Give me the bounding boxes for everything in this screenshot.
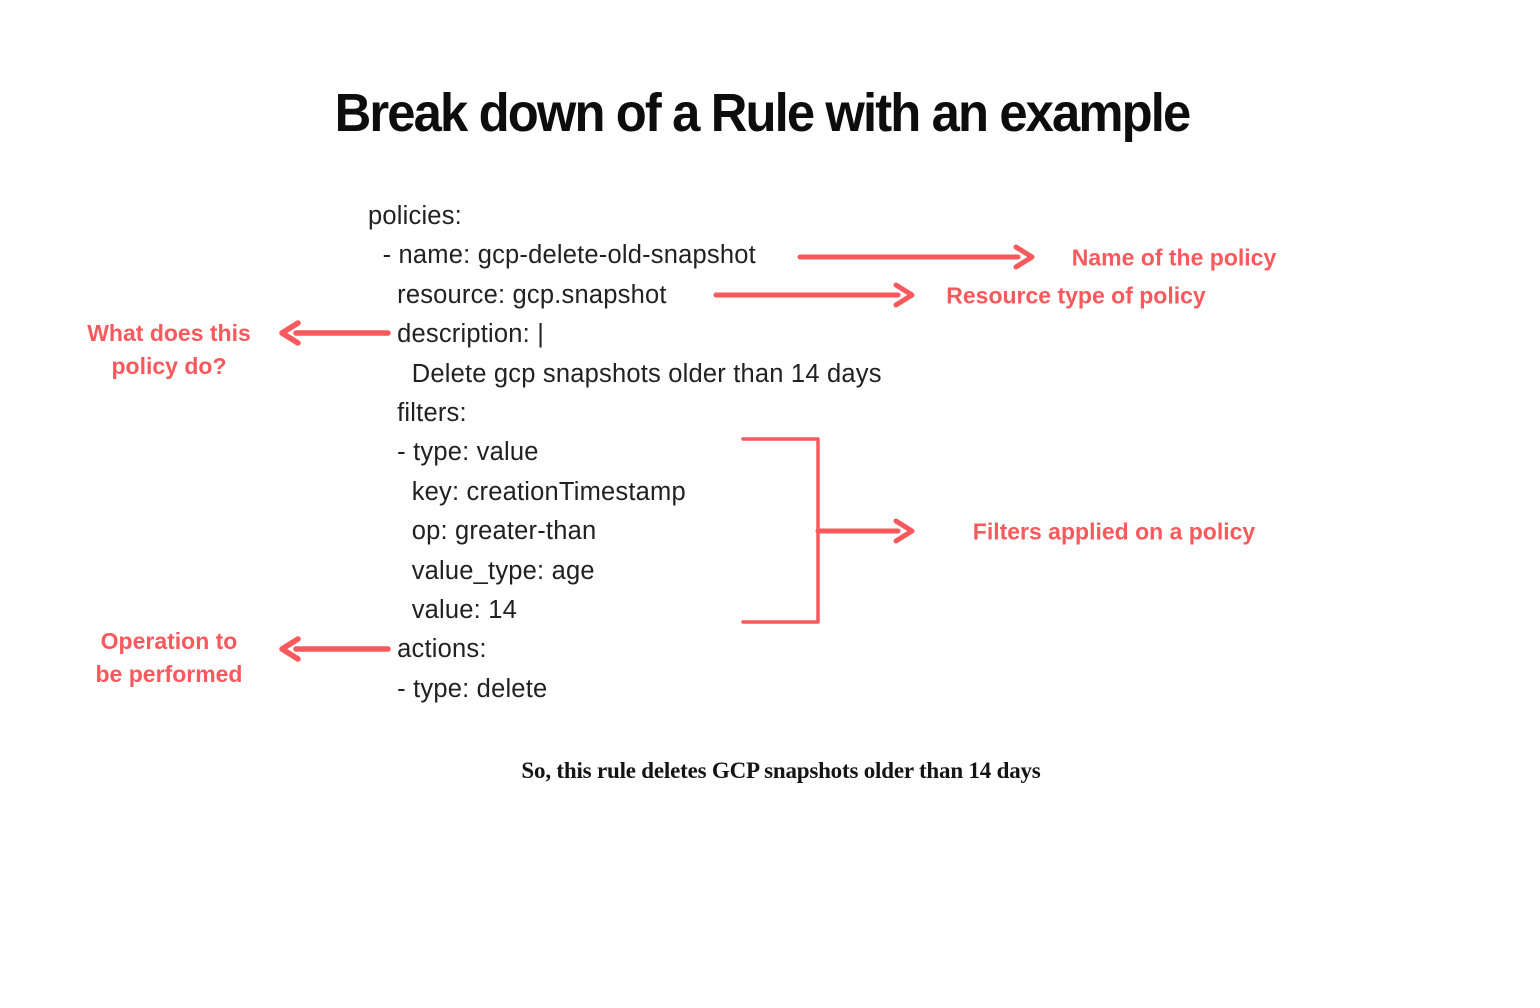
page-title: Break down of a Rule with an example <box>334 83 1192 143</box>
callout-what-does-policy-do: What does this policy do? <box>87 320 251 379</box>
yaml-line-policies: policies: <box>368 202 462 230</box>
yaml-line-action-type: - type: delete <box>368 674 548 703</box>
yaml-line-filters: filters: <box>368 399 467 428</box>
yaml-line-description-text: Delete gcp snapshots older than 14 days <box>368 359 882 388</box>
yaml-line-filter-value-type: value_type: age <box>368 556 595 585</box>
yaml-line-filter-value: value: 14 <box>368 596 518 625</box>
yaml-line-filter-type: - type: value <box>368 438 539 467</box>
arrow-head-left-icon <box>279 636 301 662</box>
yaml-code-block: policies: - name: gcp-delete-old-snapsho… <box>368 197 882 709</box>
callout-resource-type: Resource type of policy <box>946 282 1206 309</box>
yaml-line-filter-op: op: greater-than <box>368 517 597 546</box>
conclusion-text: So, this rule deletes GCP snapshots olde… <box>521 758 1041 783</box>
arrow-head-left-icon <box>279 320 301 346</box>
yaml-line-actions: actions: <box>368 635 487 664</box>
yaml-line-resource: resource: gcp.snapshot <box>368 280 667 309</box>
callout-filters-applied: Filters applied on a policy <box>972 518 1256 545</box>
yaml-line-description: description: | <box>368 320 545 349</box>
callout-operation-performed: Operation to be performed <box>95 628 243 687</box>
yaml-line-filter-key: key: creationTimestamp <box>368 477 686 506</box>
yaml-line-name: - name: gcp-delete-old-snapshot <box>368 241 756 270</box>
arrow-head-right-icon <box>893 282 915 308</box>
arrow-head-right-icon <box>1013 244 1035 270</box>
callout-name-of-policy: Name of the policy <box>1071 244 1277 271</box>
arrow-head-right-icon <box>893 518 915 544</box>
